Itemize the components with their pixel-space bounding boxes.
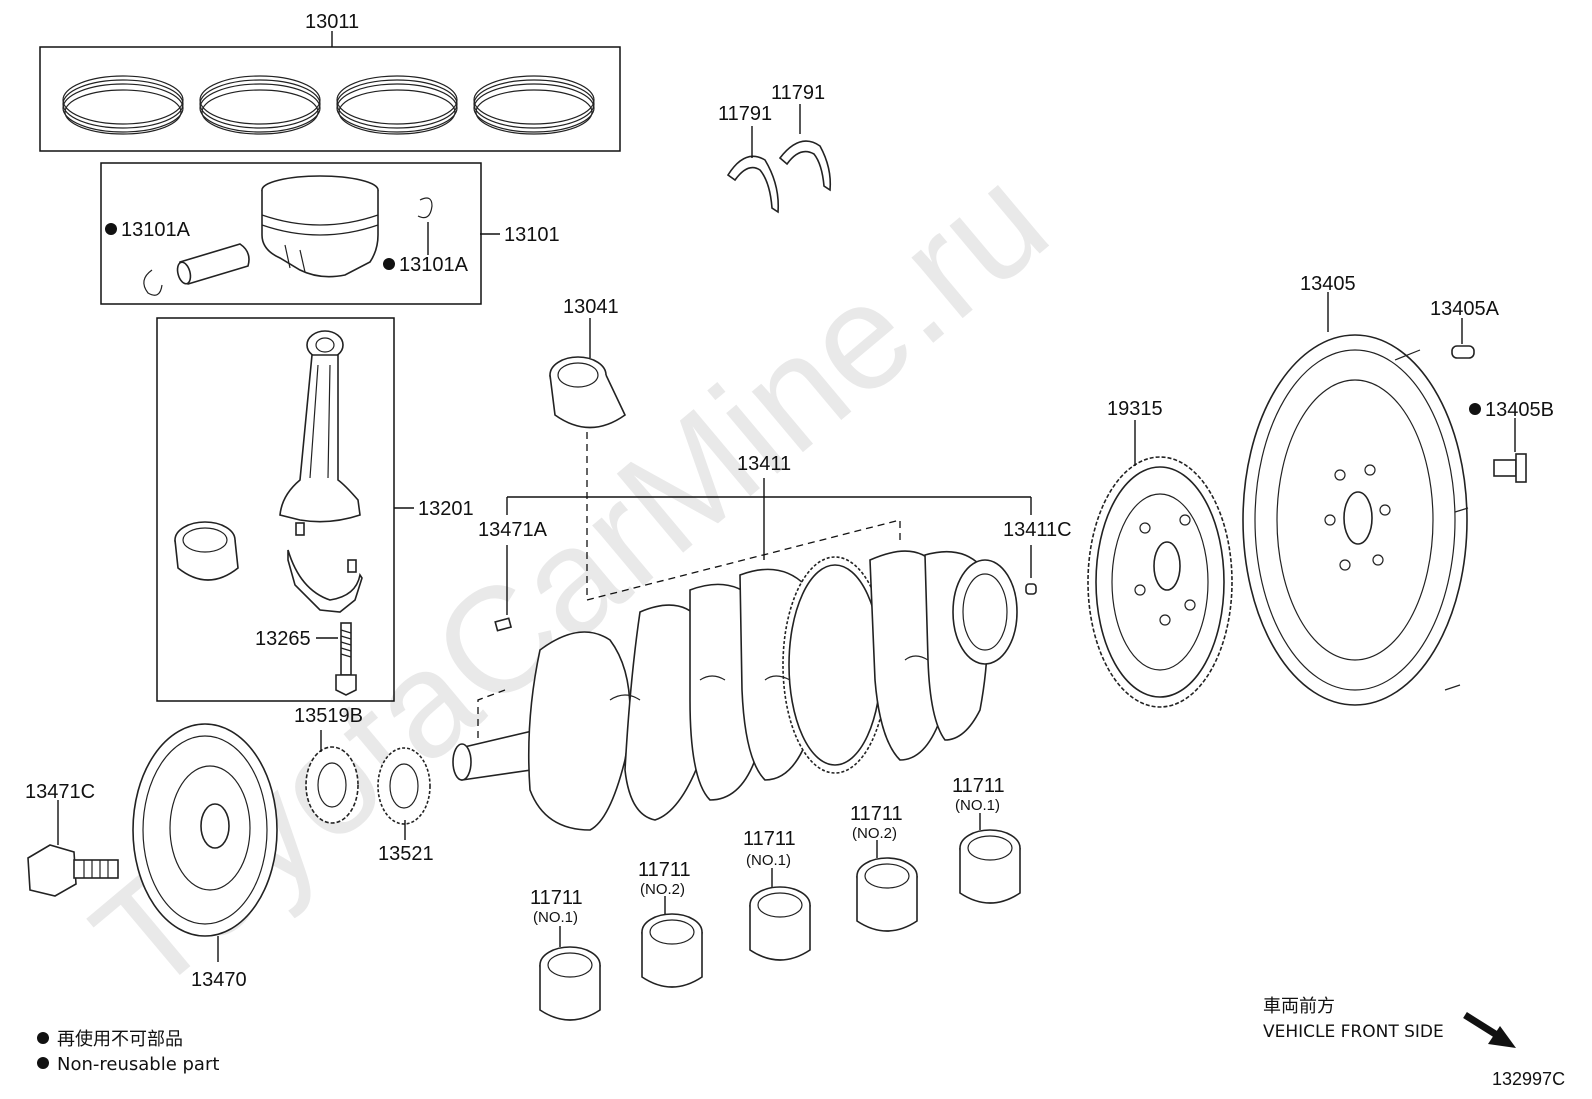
label-11711-2-no: (NO.2) [640,881,685,898]
label-13411C: 13411C [1003,519,1072,541]
main-bearing-5[interactable] [959,829,1021,904]
label-13011: 13011 [305,11,359,33]
piston-pin[interactable] [175,243,250,285]
label-13405A: 13405A [1430,298,1500,320]
label-11711-1-no: (NO.1) [533,909,578,926]
label-11711-1: 11711 [530,887,583,909]
drive-plate[interactable] [1242,334,1469,706]
crankshaft-sprocket[interactable] [305,746,359,824]
label-13411: 13411 [737,453,791,475]
front-direction-arrow-icon [1463,1012,1516,1048]
crankshaft-gear[interactable] [377,747,431,825]
thrust-washer-1[interactable] [726,155,780,214]
connecting-rod-group-box [156,317,395,702]
label-13101A-right: 13101A [399,254,469,276]
crankshaft[interactable] [452,550,1018,831]
crankshaft-pin[interactable] [1025,583,1037,595]
legend-en: Non-reusable part [57,1054,219,1075]
legend-jp: 再使用不可部品 [57,1029,183,1050]
non-reusable-dot-13405B [1469,403,1481,415]
crankshaft-pulley[interactable] [132,723,278,937]
connecting-rod[interactable] [279,330,363,613]
crankshaft-key[interactable] [494,617,513,632]
main-bearing-2[interactable] [641,913,703,988]
label-11791-a: 11791 [718,103,772,125]
direction-en: VEHICLE FRONT SIDE [1263,1022,1444,1042]
label-19315: 19315 [1107,398,1163,420]
pulley-bolt[interactable] [27,844,119,897]
rod-bearing[interactable] [174,521,239,581]
label-13471C: 13471C [25,781,95,803]
label-11711-4-no: (NO.2) [852,825,897,842]
drive-plate-bolt[interactable] [1493,453,1527,483]
snap-ring-right[interactable] [417,197,433,219]
main-bearing-4[interactable] [856,857,918,932]
crank-pin-bearing[interactable] [549,356,627,429]
drive-plate-pin[interactable] [1451,345,1475,359]
thrust-washer-2[interactable] [778,140,832,192]
non-reusable-dot-13101A-left [105,223,117,235]
label-13471A: 13471A [478,519,548,541]
label-13405B: 13405B [1485,399,1554,421]
label-11711-3-no: (NO.1) [746,852,791,869]
label-13041: 13041 [563,296,619,318]
label-13265: 13265 [255,628,311,650]
main-bearing-1[interactable] [539,946,601,1021]
piston[interactable] [261,175,379,278]
drawing-code: 132997C [1492,1069,1565,1089]
label-13101: 13101 [504,224,560,246]
label-13101A-left: 13101A [121,219,191,241]
main-bearing-3[interactable] [749,886,811,961]
snap-ring-left[interactable] [143,269,163,296]
rod-bolt[interactable] [335,622,357,696]
legend-dot-jp [37,1032,49,1044]
label-11711-3: 11711 [743,828,796,850]
label-11711-2: 11711 [638,859,691,881]
label-13470: 13470 [191,969,247,991]
label-13201: 13201 [418,498,474,520]
non-reusable-dot-13101A-right [383,258,395,270]
label-11711-5-no: (NO.1) [955,797,1000,814]
piston-ring-set[interactable] [39,46,621,152]
label-11791-b: 11791 [771,82,825,104]
timing-rotor-plate[interactable] [1087,456,1233,708]
label-13405: 13405 [1300,273,1356,295]
legend-dot-en [37,1057,49,1069]
label-13519B: 13519B [294,705,363,727]
label-11711-4: 11711 [850,803,903,825]
label-13521: 13521 [378,843,434,865]
direction-jp: 車両前方 [1263,996,1335,1017]
label-11711-5: 11711 [952,775,1005,797]
